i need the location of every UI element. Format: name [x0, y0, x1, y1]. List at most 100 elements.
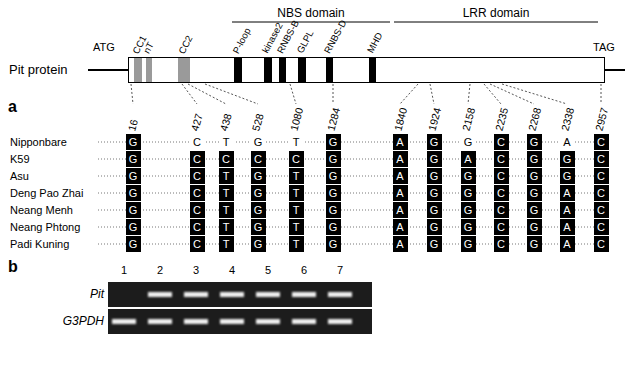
- nucleotide-cell: G: [527, 219, 542, 235]
- position-number: 2235: [493, 107, 509, 132]
- position-number: 528: [250, 112, 265, 132]
- panel-letter: b: [8, 258, 18, 276]
- nucleotide-cell: C: [594, 219, 609, 235]
- lane-number: 5: [265, 264, 271, 277]
- nucleotide-cell: G: [560, 151, 575, 167]
- nucleotide-cell: T: [289, 185, 304, 201]
- nucleotide-cell: G: [126, 168, 141, 184]
- nucleotide-cell: A: [393, 134, 408, 150]
- nucleotide-cell: T: [219, 168, 234, 184]
- nucleotide-cell: C: [190, 134, 205, 150]
- nucleotide-cell: G: [427, 168, 442, 184]
- nucleotide-cell: C: [594, 236, 609, 252]
- motif-label: nT: [142, 41, 156, 55]
- nucleotide-cell: C: [494, 168, 509, 184]
- nucleotide-cell: G: [527, 185, 542, 201]
- nucleotide-cell: C: [251, 151, 266, 167]
- nucleotide-cell: C: [190, 168, 205, 184]
- cultivar-name: Neang Phtong: [10, 219, 80, 235]
- protein-name: Pit protein: [9, 62, 68, 77]
- nucleotide-cell: C: [494, 151, 509, 167]
- nucleotide-cell: T: [219, 236, 234, 252]
- codon-label: TAG: [593, 41, 615, 54]
- nucleotide-cell: G: [560, 168, 575, 184]
- nucleotide-cell: C: [190, 185, 205, 201]
- nucleotide-cell: T: [289, 134, 304, 150]
- row-dotted-lines: [98, 142, 610, 244]
- nucleotide-cell: G: [527, 134, 542, 150]
- nucleotide-cell: T: [289, 236, 304, 252]
- nucleotide-cell: G: [527, 236, 542, 252]
- cultivar-name: K59: [10, 151, 30, 167]
- nucleotide-cell: C: [494, 185, 509, 201]
- nucleotide-cell: C: [594, 202, 609, 218]
- nucleotide-cell: G: [461, 185, 476, 201]
- cultivar-name: Deng Pao Zhai: [10, 185, 83, 201]
- nucleotide-cell: C: [219, 151, 234, 167]
- nucleotide-cell: G: [251, 185, 266, 201]
- nucleotide-cell: T: [289, 202, 304, 218]
- nucleotide-cell: T: [219, 134, 234, 150]
- codon-label: ATG: [93, 41, 115, 54]
- lrr-bracket: [394, 22, 598, 23]
- nucleotide-cell: C: [494, 134, 509, 150]
- nucleotide-cell: A: [393, 168, 408, 184]
- nucleotide-cell: A: [393, 151, 408, 167]
- gene-label: Pit: [90, 287, 104, 301]
- nucleotide-cell: A: [393, 219, 408, 235]
- nucleotide-cell: G: [251, 168, 266, 184]
- panel-letter: a: [8, 98, 17, 116]
- nucleotide-cell: C: [494, 236, 509, 252]
- nucleotide-cell: G: [326, 219, 341, 235]
- nucleotide-cell: G: [126, 151, 141, 167]
- cultivar-name: Neang Menh: [10, 202, 73, 218]
- nucleotide-cell: G: [326, 185, 341, 201]
- nucleotide-cell: G: [461, 236, 476, 252]
- nucleotide-cell: G: [126, 219, 141, 235]
- nucleotide-cell: G: [427, 236, 442, 252]
- nucleotide-cell: A: [393, 202, 408, 218]
- nucleotide-cell: C: [289, 151, 304, 167]
- lane-number: 4: [229, 264, 235, 277]
- position-number: 1840: [392, 107, 408, 132]
- position-number: 1080: [288, 107, 304, 132]
- nucleotide-cell: A: [560, 202, 575, 218]
- nucleotide-cell: G: [461, 219, 476, 235]
- nucleotide-cell: T: [289, 219, 304, 235]
- nucleotide-cell: G: [461, 168, 476, 184]
- nucleotide-cell: G: [427, 151, 442, 167]
- nucleotide-cell: G: [427, 202, 442, 218]
- position-number: 1284: [325, 107, 341, 132]
- domain-title: NBS domain: [277, 6, 344, 20]
- nucleotide-cell: G: [326, 168, 341, 184]
- leader-lines: [131, 84, 601, 104]
- protein-box: Pit protein: [128, 57, 605, 83]
- nucleotide-cell: G: [326, 151, 341, 167]
- nucleotide-cell: G: [427, 219, 442, 235]
- nucleotide-cell: A: [560, 185, 575, 201]
- nucleotide-cell: G: [326, 202, 341, 218]
- nucleotide-cell: C: [190, 219, 205, 235]
- position-number: 2158: [460, 107, 476, 132]
- nucleotide-cell: C: [594, 151, 609, 167]
- nucleotide-cell: A: [393, 236, 408, 252]
- nucleotide-cell: C: [494, 202, 509, 218]
- position-number: 16: [126, 118, 139, 132]
- nbs-bracket: [232, 22, 390, 23]
- position-number: 2268: [526, 107, 542, 132]
- lane-number: 1: [121, 264, 127, 277]
- cultivar-name: Asu: [10, 168, 29, 184]
- nucleotide-cell: T: [219, 185, 234, 201]
- nucleotide-cell: G: [326, 236, 341, 252]
- nucleotide-cell: G: [126, 185, 141, 201]
- nucleotide-cell: A: [560, 219, 575, 235]
- nucleotide-cell: G: [461, 202, 476, 218]
- nucleotide-cell: G: [126, 134, 141, 150]
- nucleotide-cell: C: [190, 202, 205, 218]
- lane-number: 2: [157, 264, 163, 277]
- lane-number: 3: [193, 264, 199, 277]
- nucleotide-cell: C: [190, 236, 205, 252]
- nucleotide-cell: G: [461, 134, 476, 150]
- motif-label: P-loop: [231, 26, 252, 55]
- nucleotide-cell: A: [560, 134, 575, 150]
